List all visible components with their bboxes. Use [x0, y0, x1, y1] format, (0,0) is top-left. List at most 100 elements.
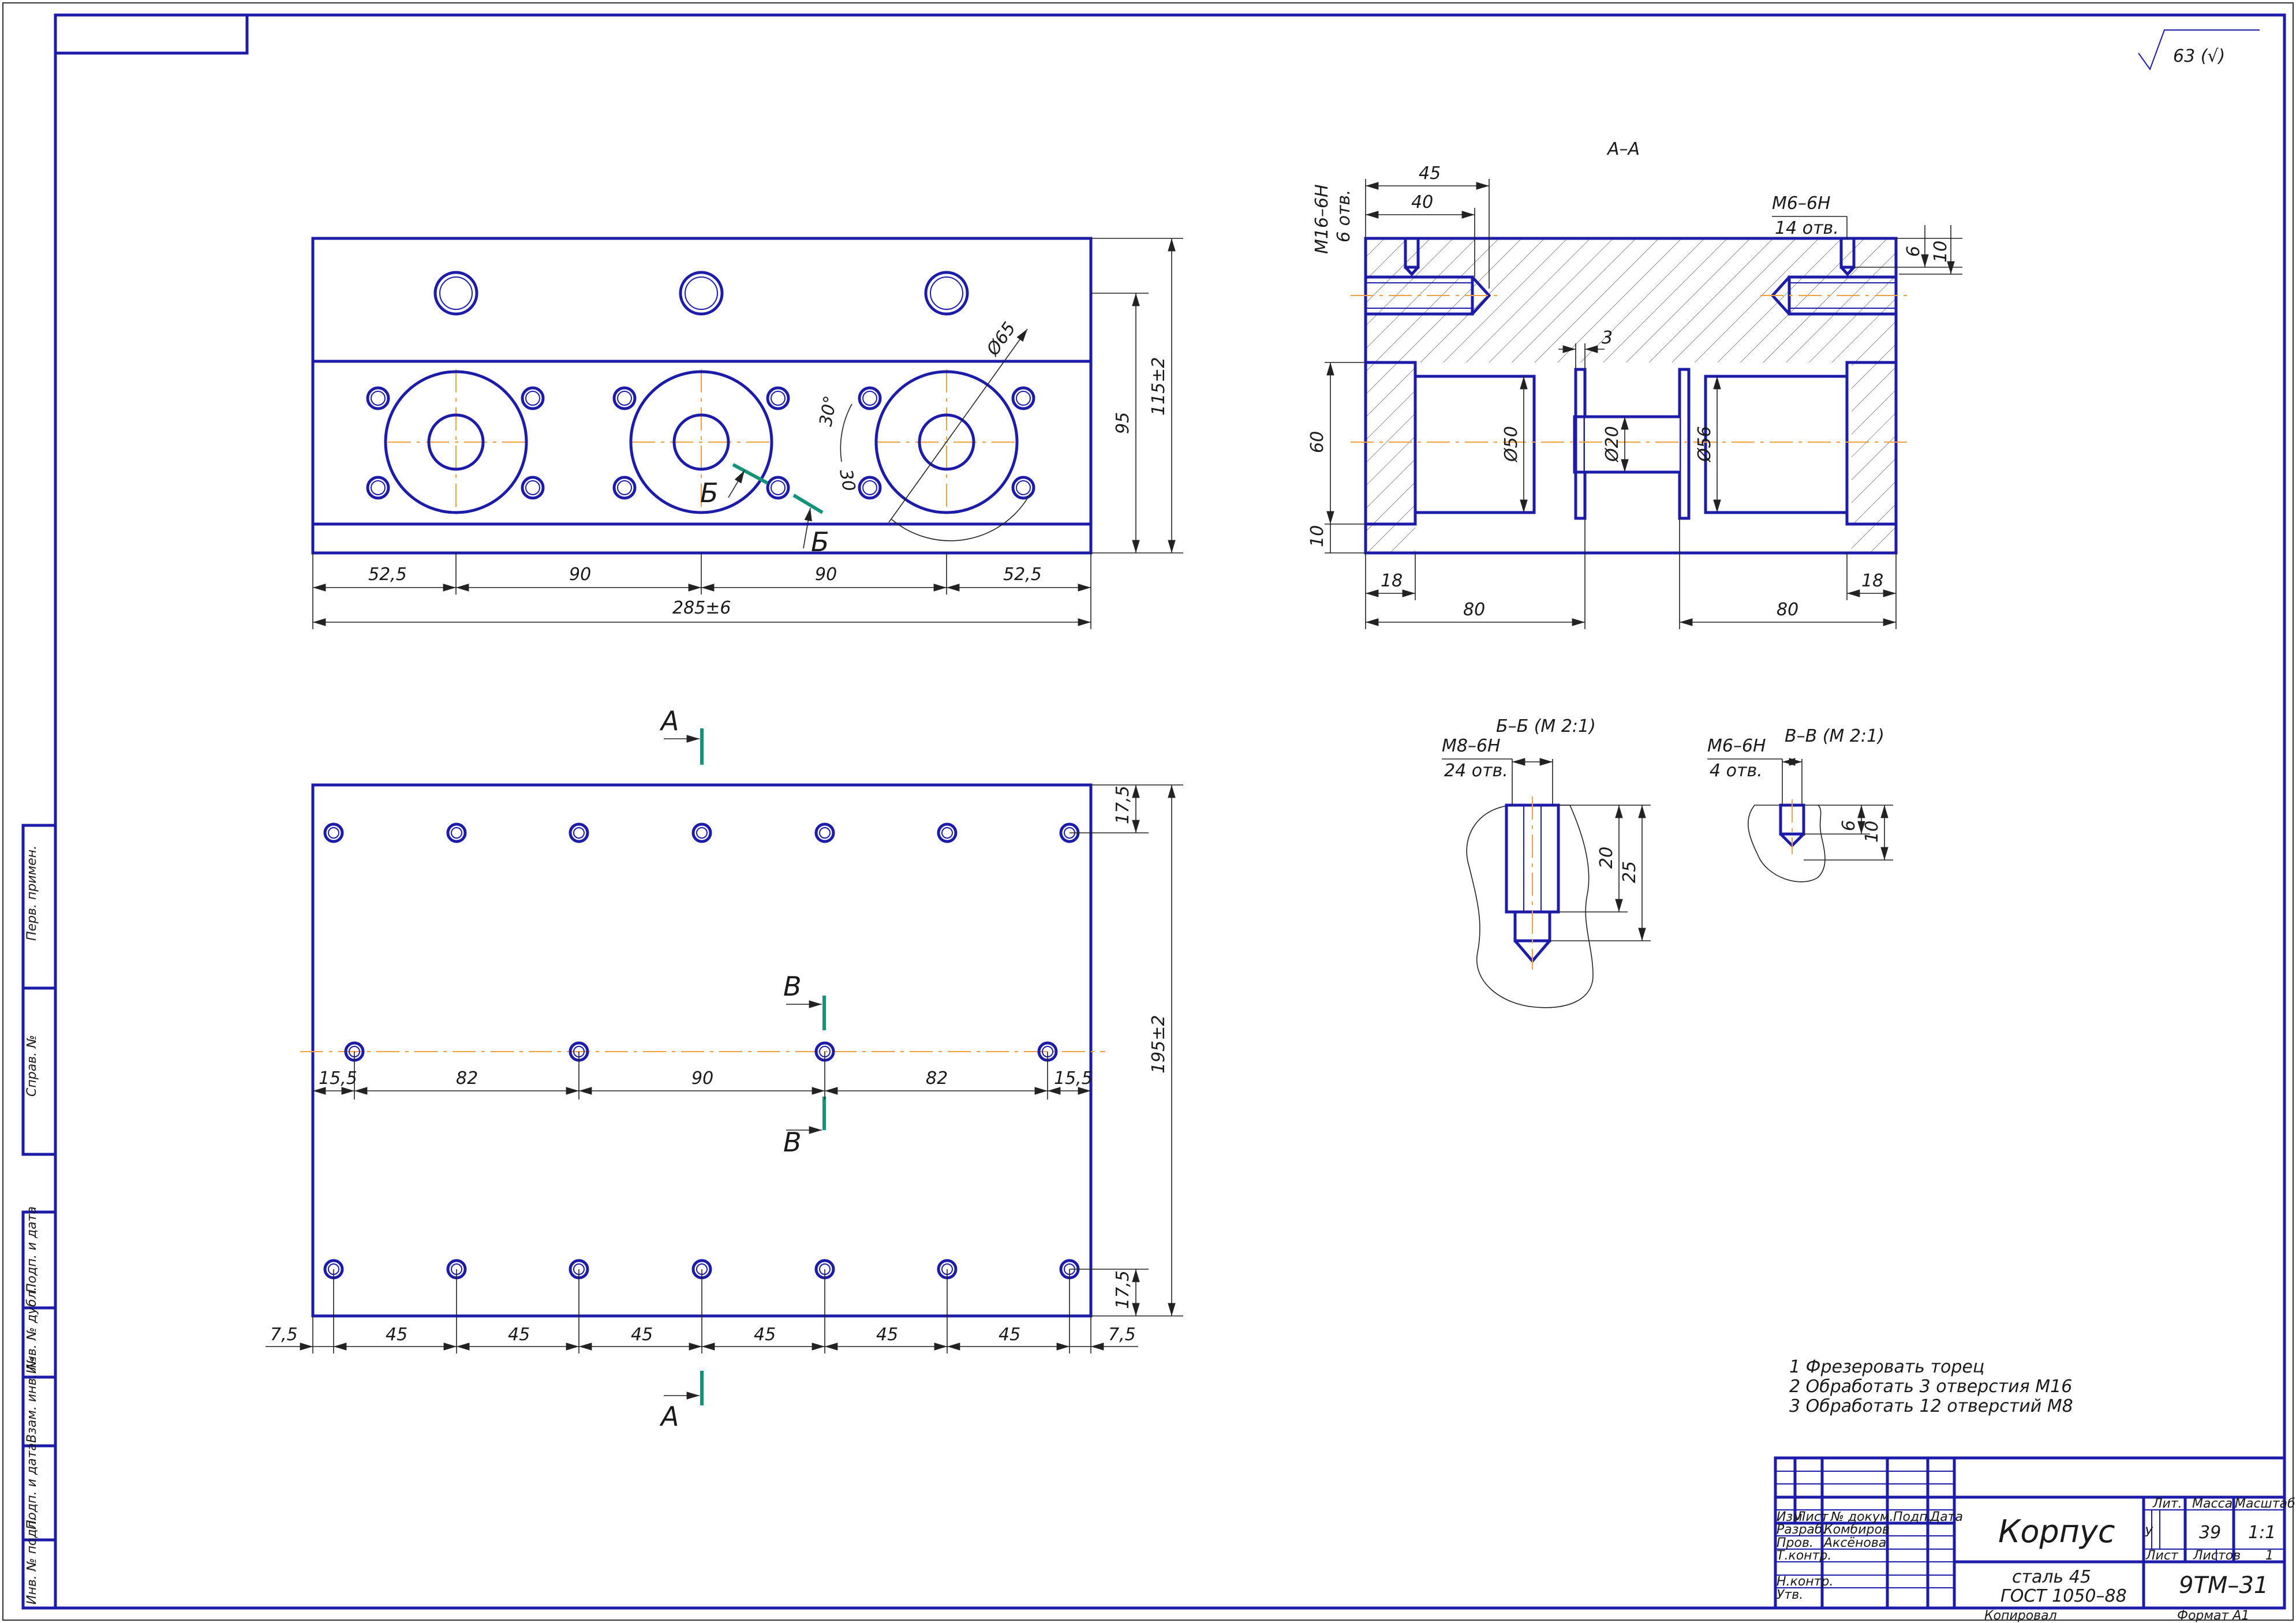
m8-hole: [858, 386, 882, 410]
m16-hole: [924, 271, 969, 316]
tb-sheet-label: Лист: [2145, 1549, 2179, 1563]
tb-mass-value: 39: [2199, 1523, 2221, 1543]
tb-header-list: Лист: [1796, 1510, 1829, 1524]
bearing-seat: [874, 370, 1019, 514]
dim-3: 3: [1602, 328, 1613, 348]
dim-top-90-left: 90: [569, 564, 591, 585]
section-bb-title: Б–Б (М 2:1): [1496, 716, 1596, 736]
dim-dia20: Ø20: [1602, 426, 1622, 463]
tb-header-date: Дата: [1929, 1510, 1963, 1524]
tb-sheets-value: 1: [2265, 1549, 2273, 1563]
dim-top-95: 95: [1113, 412, 1133, 434]
tb-role-dev: Разраб.: [1777, 1523, 1826, 1537]
dim-10: 10: [1931, 241, 1951, 263]
dim-pitch-7-5-right: 7,5: [1108, 1325, 1136, 1345]
tb-role-check: Пров.: [1777, 1536, 1813, 1550]
dim-pitch: 45: [508, 1325, 530, 1345]
title-block: Изм Лист № докум. Подп. Дата Разраб. Про…: [1774, 1456, 2295, 1623]
dim-6: 6: [1904, 246, 1924, 257]
dim-top-90-right: 90: [815, 564, 837, 585]
dim-vv-10: 10: [1862, 821, 1882, 843]
note-3: 3 Обработать 12 отверстий М8: [1789, 1396, 2073, 1416]
dim-pitch-7-5-left: 7,5: [270, 1325, 298, 1345]
section-bb: Б–Б (М 2:1) М8–6Н 24 отв. 20 25: [1442, 716, 1651, 1008]
dim-10-left: 10: [1307, 525, 1328, 547]
section-vv: В–В (М 2:1) М6–6Н 4 отв. 6 10: [1707, 726, 1893, 882]
inner-frame: [54, 13, 2286, 1610]
tb-part-name: Корпус: [1998, 1513, 2115, 1550]
m6-hole: [446, 822, 467, 843]
tb-header-izm: Изм: [1777, 1510, 1803, 1524]
dim-pitch: 45: [631, 1325, 653, 1345]
m6-hole: [691, 822, 712, 843]
cut-label-b: Б: [700, 477, 719, 508]
m16-hole: [433, 271, 478, 316]
dim-bottom-82-right: 82: [926, 1068, 948, 1089]
m8-hole: [766, 476, 790, 500]
tb-header-sign: Подп.: [1893, 1510, 1932, 1524]
dim-pitch: 45: [754, 1325, 776, 1345]
dim-18-right: 18: [1861, 571, 1883, 591]
m6-hole: [323, 822, 344, 843]
bottom-view: А А В В 15,5 82 90 82 15,5: [266, 705, 1183, 1432]
dim-pitch: 45: [999, 1325, 1020, 1345]
m16-hole: [679, 271, 724, 316]
dim-top-overall: 285±6: [672, 598, 731, 618]
svg-text:63 (√): 63 (√): [2173, 46, 2225, 66]
dim-angle-2: 30: [835, 468, 859, 493]
dim-top-52-5-left: 52,5: [368, 564, 407, 585]
m8-hole: [766, 386, 790, 410]
dim-80-right: 80: [1777, 600, 1798, 620]
side-label-4: Инв. № дубл.: [25, 1287, 39, 1374]
dim-bottom-height: 195±2: [1149, 1015, 1169, 1074]
dim-45: 45: [1419, 163, 1441, 184]
dim-18-left: 18: [1381, 571, 1403, 591]
note-2: 2 Обработать 3 отверстия М16: [1789, 1377, 2072, 1397]
cut-label-b: Б: [811, 526, 829, 558]
tb-role-tcontrol: Т.контр.: [1777, 1549, 1831, 1563]
dim-dia56: Ø56: [1695, 426, 1715, 463]
tb-mass-label: Масса: [2192, 1497, 2233, 1511]
bearing-seat: [629, 370, 773, 514]
dim-bottom-15-5-right: 15,5: [1054, 1068, 1093, 1089]
dim-angle-1: 30°: [816, 394, 841, 428]
m6-hole: [569, 822, 589, 843]
side-label-6: Подп. и дата: [25, 1443, 39, 1529]
section-vv-count: 4 отв.: [1710, 761, 1763, 781]
dim-vv-6: 6: [1839, 820, 1859, 831]
cut-label-v: В: [783, 971, 802, 1002]
note-1: 1 Фрезеровать торец: [1789, 1357, 1984, 1377]
dim-40: 40: [1411, 192, 1433, 212]
m6-hole: [937, 822, 958, 843]
tb-format: Формат А1: [2177, 1609, 2249, 1623]
tb-header-doc: № докум.: [1830, 1510, 1893, 1524]
m8-hole: [1011, 476, 1035, 500]
m6-hole: [814, 822, 835, 843]
m8-hole: [612, 386, 637, 410]
tb-lit-label: Лит.: [2152, 1497, 2182, 1511]
side-label-2: Справ. №: [25, 1035, 39, 1097]
m6-count: 14 отв.: [1775, 218, 1839, 238]
m8-hole: [858, 476, 882, 500]
tb-role-ncontrol: Н.контр.: [1777, 1575, 1833, 1589]
cut-label-v: В: [783, 1127, 802, 1158]
dim-17-5-bottom: 17,5: [1113, 1270, 1133, 1309]
tb-copied: Копировал: [1984, 1609, 2057, 1623]
dim-17-5-top: 17,5: [1113, 786, 1133, 824]
roughness-symbol: 63 (√): [2138, 29, 2260, 71]
dim-pitch: 45: [876, 1325, 898, 1345]
tb-scale-label: Масштаб: [2235, 1497, 2295, 1511]
tb-name-dev: Комбиров: [1824, 1523, 1890, 1537]
dim-bottom-15-5-left: 15,5: [319, 1068, 357, 1089]
tb-designation: 9ТМ–31: [2179, 1572, 2268, 1599]
m8-hole: [521, 386, 545, 410]
m8-hole: [612, 476, 637, 500]
section-vv-thread: М6–6Н: [1707, 736, 1766, 756]
section-bb-count: 24 отв.: [1444, 761, 1508, 781]
side-label-1: Перв. примен.: [25, 846, 39, 941]
section-vv-title: В–В (М 2:1): [1785, 726, 1884, 746]
dim-80-left: 80: [1463, 600, 1485, 620]
section-aa-title: А–А: [1606, 139, 1640, 159]
